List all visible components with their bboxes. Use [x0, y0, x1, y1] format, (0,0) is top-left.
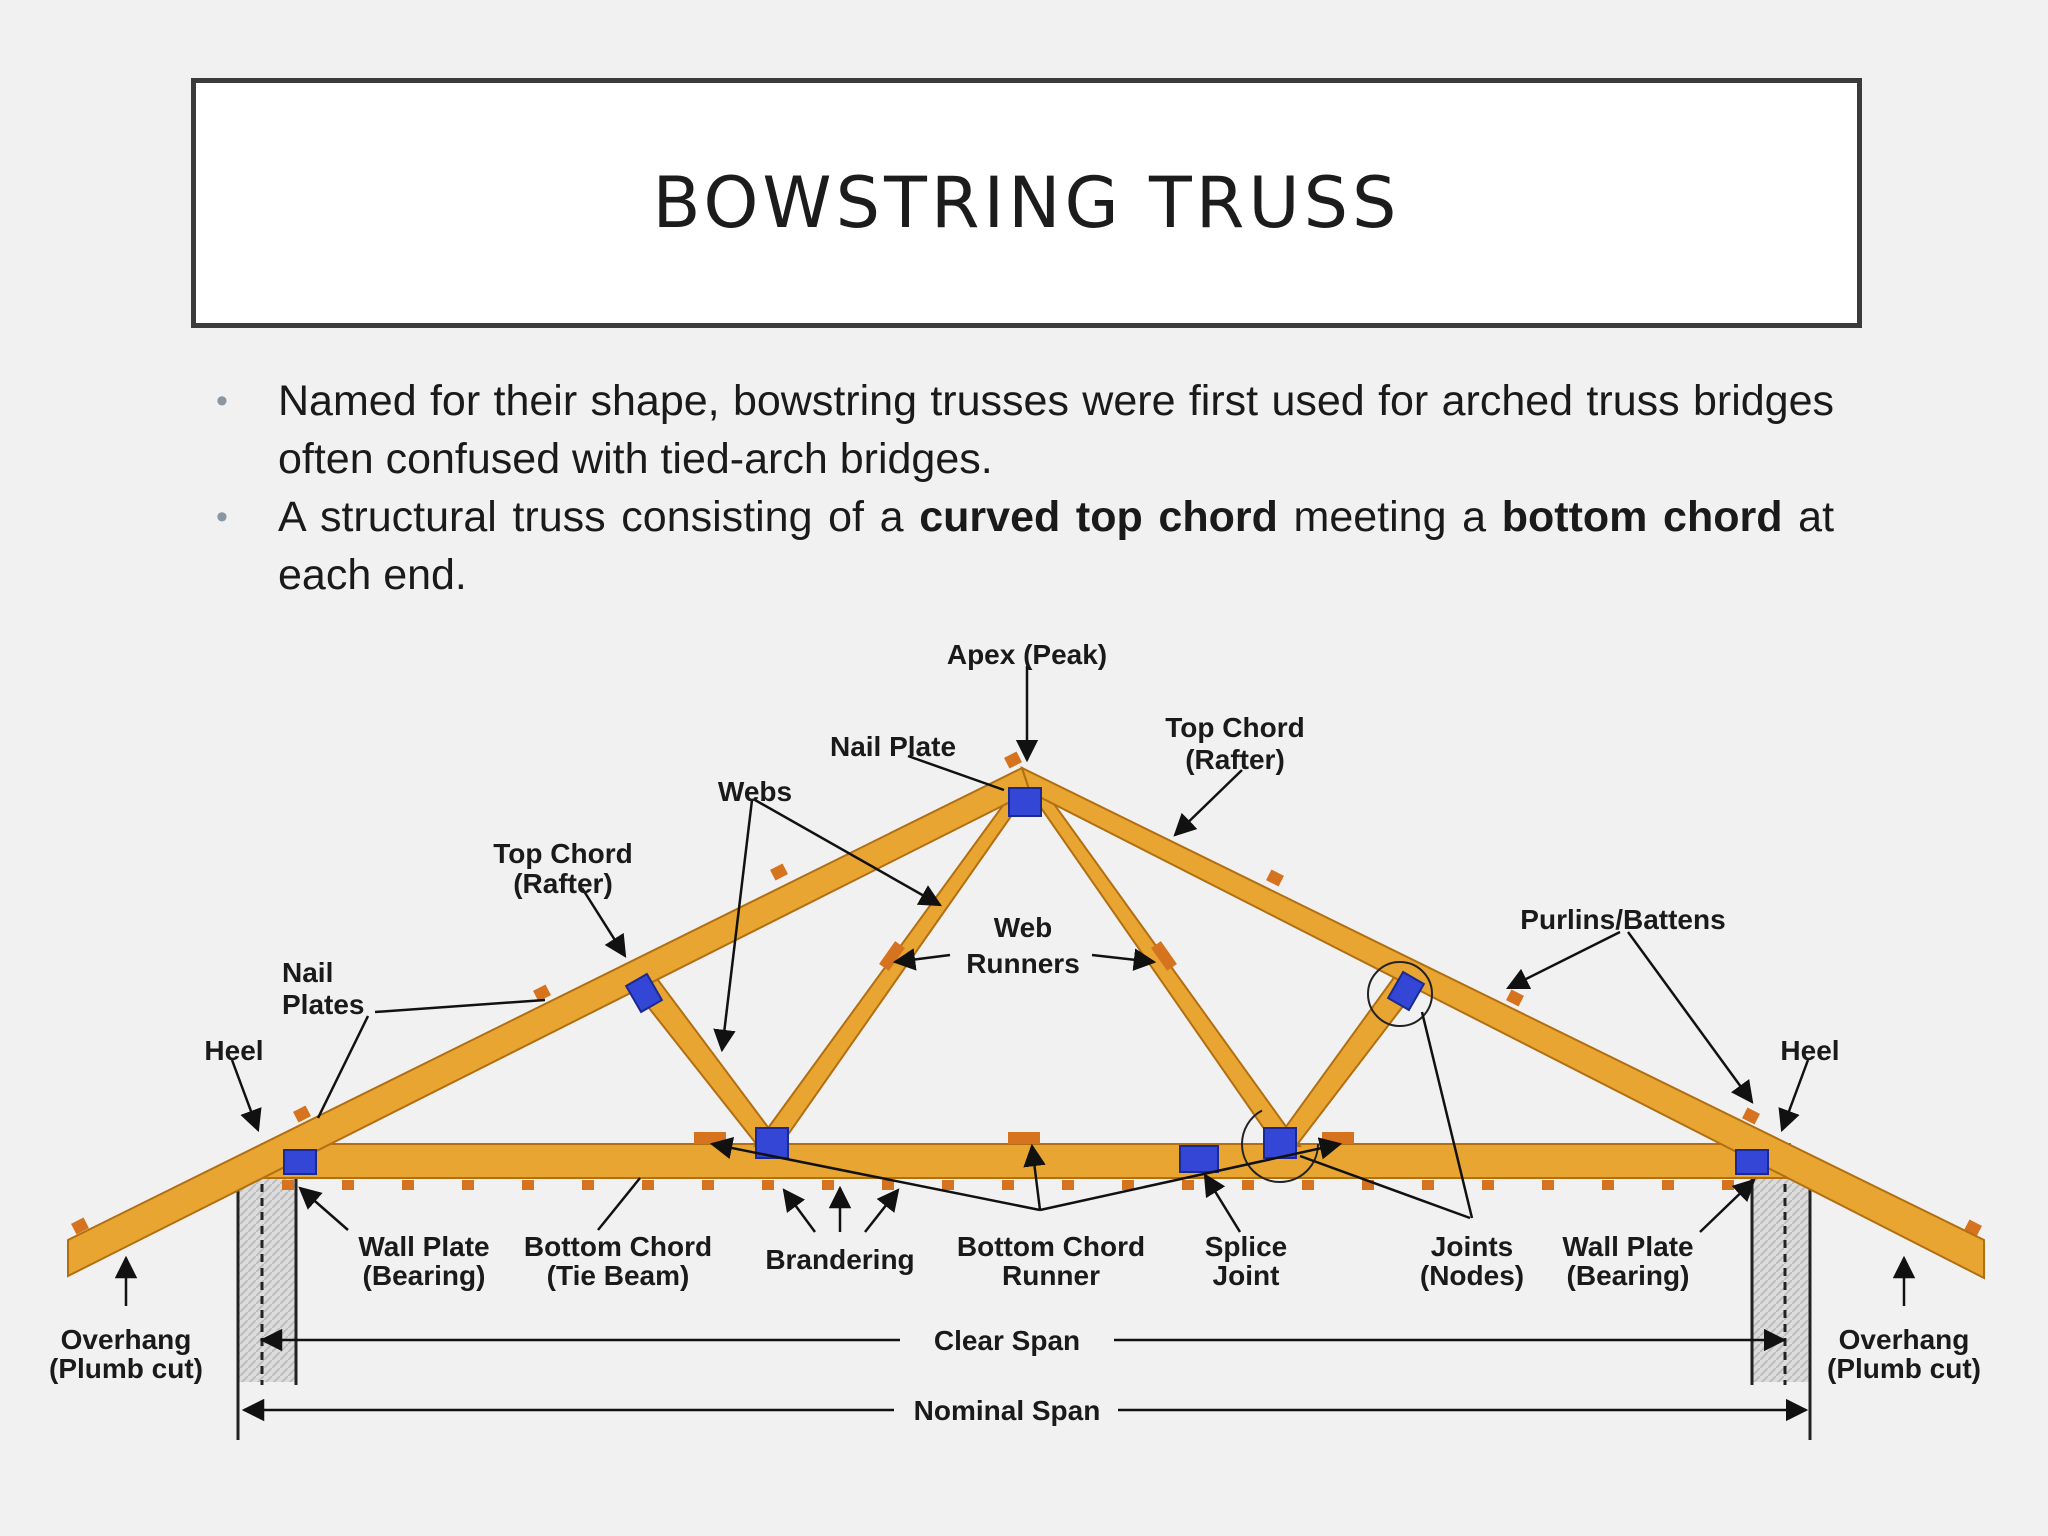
label-overhang-left: Overhang [61, 1324, 192, 1355]
bullet-dot-icon: • [216, 382, 228, 420]
label-nominal-span: Nominal Span [914, 1395, 1101, 1426]
label-overhang-left-sub: (Plumb cut) [49, 1353, 203, 1384]
label-joints-sub: (Nodes) [1420, 1260, 1524, 1291]
label-overhang-right: Overhang [1839, 1324, 1970, 1355]
bottom-chord-runner-block [694, 1132, 726, 1144]
slide-title: BOWSTRING TRUSS [652, 162, 1401, 244]
label-splice-joint: Splice [1205, 1231, 1287, 1262]
bottom-chord-runner-block [1322, 1132, 1354, 1144]
web-runner-block [1151, 941, 1177, 971]
label-bottom-chord: Bottom Chord [524, 1231, 712, 1262]
bullet-bold-text: curved top chord [919, 493, 1278, 541]
bullet-item: • A structural truss consisting of a cur… [212, 488, 1834, 604]
bullet-text: meeting a [1277, 493, 1502, 541]
bullet-text: A structural truss consisting of a [278, 493, 920, 541]
bullet-list: • Named for their shape, bowstring truss… [212, 372, 1834, 604]
purlins [71, 751, 1982, 1237]
wall-left [236, 1170, 298, 1440]
label-web-runners-sub: Runners [966, 948, 1080, 979]
bullet-item: • Named for their shape, bowstring truss… [212, 372, 1834, 488]
label-clear-span: Clear Span [934, 1325, 1080, 1356]
bullet-dot-icon: • [216, 498, 228, 536]
label-joints: Joints [1431, 1231, 1513, 1262]
bullet-text: at each end. [278, 493, 1835, 599]
label-bottom-chord-sub: (Tie Beam) [547, 1260, 690, 1291]
label-heel-right: Heel [1780, 1035, 1839, 1066]
label-heel-left: Heel [204, 1035, 263, 1066]
label-brandering: Brandering [765, 1244, 914, 1275]
label-nail-plate: Nail Plate [830, 731, 956, 762]
bullet-text: Named for their shape, bowstring trusses… [278, 377, 1834, 483]
joint-circle [1367, 961, 1433, 1027]
label-wall-plate-left: Wall Plate [358, 1231, 489, 1262]
label-nail-plates-sub: Plates [282, 989, 365, 1020]
label-purlins: Purlins/Battens [1520, 904, 1725, 935]
brandering-ticks [282, 1180, 1734, 1190]
label-bc-runner-sub: Runner [1002, 1260, 1100, 1291]
title-box: BOWSTRING TRUSS [191, 78, 1862, 328]
bottom-chord [261, 1143, 1791, 1179]
label-wall-plate-right: Wall Plate [1562, 1231, 1693, 1262]
label-top-chord-right-sub: (Rafter) [1185, 744, 1285, 775]
label-top-chord-right: Top Chord [1165, 712, 1304, 743]
label-webs: Webs [718, 776, 792, 807]
label-splice-joint-sub: Joint [1213, 1260, 1280, 1291]
label-apex: Apex (Peak) [947, 639, 1107, 670]
top-chord-right [1020, 766, 1985, 1280]
label-web-runners: Web [994, 912, 1053, 943]
label-wall-plate-right-sub: (Bearing) [1567, 1260, 1690, 1291]
label-nail-plates: Nail [282, 957, 333, 988]
label-bc-runner: Bottom Chord [957, 1231, 1145, 1262]
label-top-chord-left-sub: (Rafter) [513, 868, 613, 899]
bottom-chord-runner-block [1008, 1132, 1040, 1144]
wall-right [1750, 1170, 1812, 1440]
bullet-bold-text: bottom chord [1501, 493, 1783, 541]
label-wall-plate-left-sub: (Bearing) [363, 1260, 486, 1291]
leader-lines [114, 666, 1916, 1422]
label-top-chord-left: Top Chord [493, 838, 632, 869]
label-overhang-right-sub: (Plumb cut) [1827, 1353, 1981, 1384]
